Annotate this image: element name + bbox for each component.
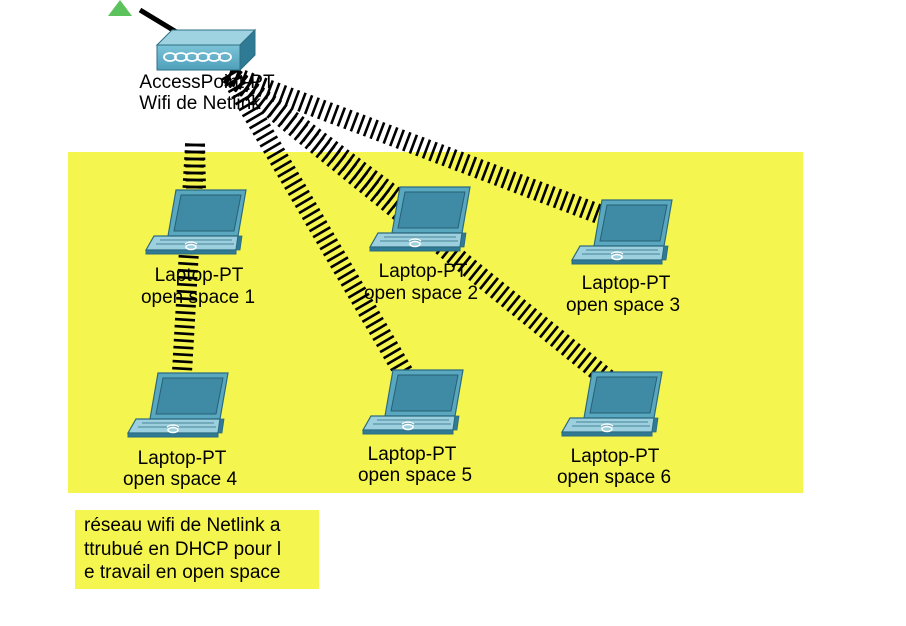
laptop-1-name-label: open space 1 bbox=[140, 287, 256, 308]
laptop-4-type-label: Laptop-PT bbox=[137, 448, 227, 469]
access-point-icon[interactable] bbox=[155, 28, 257, 72]
laptop-2-type-label: Laptop-PT bbox=[378, 261, 468, 282]
laptop-5-name-label: open space 5 bbox=[357, 465, 473, 486]
laptop-2-name-label: open space 2 bbox=[363, 283, 479, 304]
note-box bbox=[75, 510, 319, 589]
access-point-type-label: AccessPoint-PT bbox=[139, 72, 275, 93]
laptop-1-type-label: Laptop-PT bbox=[154, 265, 244, 286]
laptop-6-name-label: open space 6 bbox=[556, 467, 672, 488]
laptops-group bbox=[126, 186, 673, 438]
wireless-link-4[interactable] bbox=[172, 143, 206, 371]
note-line-1: réseau wifi de Netlink a bbox=[84, 515, 281, 536]
laptop-5-type-label: Laptop-PT bbox=[367, 444, 457, 465]
laptop-6-icon[interactable] bbox=[560, 371, 663, 437]
note-line-2: ttrubué en DHCP pour l bbox=[84, 539, 282, 560]
access-point-name-label: Wifi de Netlink bbox=[139, 93, 261, 114]
laptop-5-icon[interactable] bbox=[361, 369, 464, 435]
laptop-3-type-label: Laptop-PT bbox=[581, 273, 671, 294]
laptop-3-name-label: open space 3 bbox=[565, 295, 681, 316]
laptop-6-type-label: Laptop-PT bbox=[570, 446, 660, 467]
wireless-link-5[interactable] bbox=[220, 68, 413, 378]
laptop-1-icon[interactable] bbox=[144, 189, 247, 255]
laptop-2-icon[interactable] bbox=[368, 186, 471, 252]
laptop-4-name-label: open space 4 bbox=[122, 469, 238, 490]
router-icon-partial bbox=[108, 0, 132, 16]
note-line-3: e travail en open space bbox=[84, 562, 281, 583]
laptop-3-icon[interactable] bbox=[570, 199, 673, 265]
laptop-4-icon[interactable] bbox=[126, 372, 229, 438]
uplink-cable[interactable] bbox=[108, 0, 180, 36]
